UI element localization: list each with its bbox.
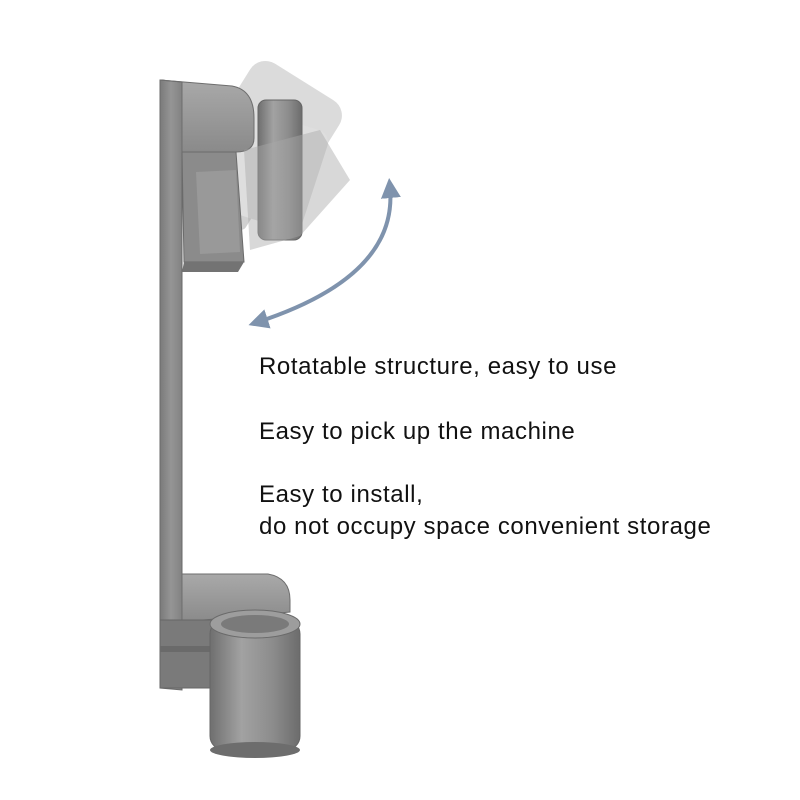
back-plate [160, 80, 182, 690]
top-head [159, 79, 350, 272]
feature-pickup-text: Easy to pick up the machine [259, 418, 576, 445]
feature-install-text-line2: do not occupy space convenient storage [259, 513, 712, 540]
feature-install-text-line1: Easy to install, [259, 481, 424, 508]
bottom-mount [159, 573, 301, 758]
rotation-arrow [248, 178, 401, 329]
feature-rotatable-text: Rotatable structure, easy to use [259, 353, 618, 380]
